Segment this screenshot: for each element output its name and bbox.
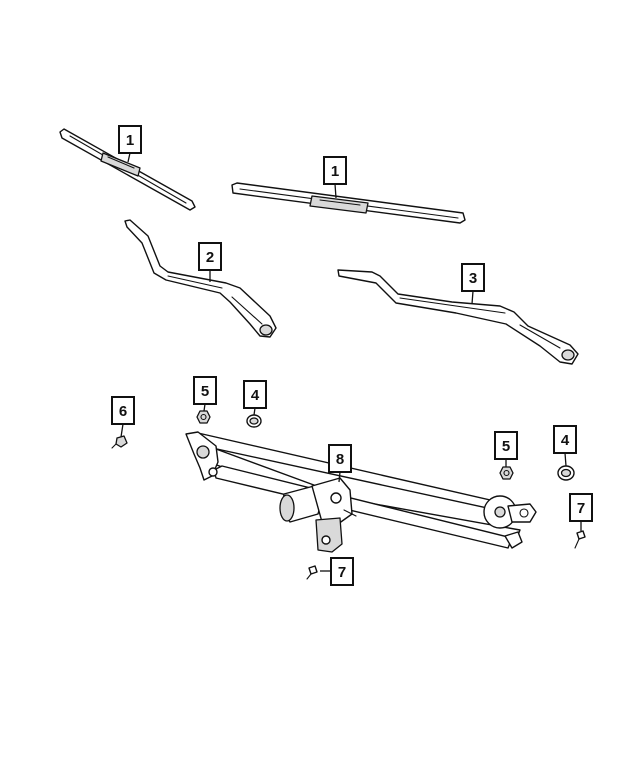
callout-5-left-label: 5	[201, 383, 209, 400]
callout-5-right: 5	[494, 431, 518, 467]
callout-5-right-label: 5	[502, 438, 510, 455]
callout-6-label: 6	[119, 403, 127, 420]
callout-7-right: 7	[569, 493, 593, 531]
cap-4-right	[557, 465, 575, 481]
clip-6	[111, 435, 128, 449]
callout-3-label: 3	[469, 270, 477, 287]
cap-4-left	[246, 414, 262, 428]
callout-8-label: 8	[336, 451, 344, 468]
callout-1-right: 1	[323, 156, 347, 199]
wiper-blade-left	[59, 128, 196, 211]
callout-7-left-label: 7	[338, 564, 346, 581]
nut-5-left	[196, 410, 211, 424]
callout-1-left-label: 1	[126, 132, 134, 149]
callout-8: 8	[328, 444, 352, 483]
callout-4-right: 4	[553, 425, 577, 467]
callout-3: 3	[461, 263, 485, 305]
callout-7-right-label: 7	[577, 500, 585, 517]
wiper-arm-left	[124, 219, 277, 338]
callout-4-left: 4	[243, 380, 267, 416]
wiper-arm-right	[337, 269, 579, 365]
wiper-linkage-motor	[185, 431, 537, 553]
callout-4-left-label: 4	[251, 387, 260, 404]
callout-2: 2	[198, 242, 222, 282]
callout-6: 6	[111, 396, 135, 438]
nut-5-right	[499, 466, 514, 480]
bolt-7-left	[306, 565, 318, 580]
callout-5-left: 5	[193, 376, 217, 412]
bolt-7-right	[574, 530, 586, 549]
callout-1-left: 1	[118, 125, 142, 163]
wiper-blade-right	[231, 182, 466, 224]
callout-4-right-label: 4	[561, 432, 570, 449]
callout-7-left: 7	[320, 557, 354, 586]
callout-2-label: 2	[206, 249, 214, 266]
callout-1-right-label: 1	[331, 163, 339, 180]
